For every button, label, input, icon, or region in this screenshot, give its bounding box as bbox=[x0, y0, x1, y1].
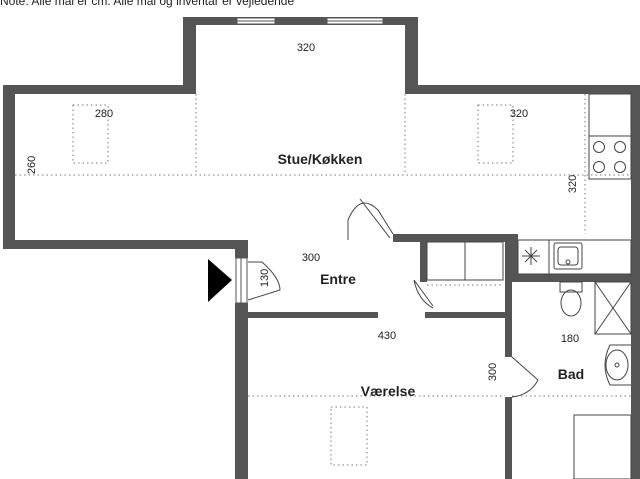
toilet-icon bbox=[559, 281, 583, 317]
entrance-arrow-icon bbox=[208, 259, 232, 302]
walls bbox=[3, 17, 640, 479]
sink-icon bbox=[553, 242, 583, 270]
room-label-entrance: Entre bbox=[320, 271, 356, 287]
room-label-bathroom: Bad bbox=[558, 366, 584, 382]
dim-entrance-width: 300 bbox=[302, 252, 320, 264]
fan-icon bbox=[522, 247, 540, 265]
doors bbox=[247, 198, 539, 398]
dim-living-depth: 260 bbox=[26, 156, 38, 174]
dim-bay-width: 320 bbox=[297, 42, 315, 54]
dim-bathroom-width: 180 bbox=[561, 333, 579, 345]
bath-cabinet bbox=[573, 414, 632, 479]
dim-kitchen-depth: 320 bbox=[567, 175, 579, 193]
shower-icon bbox=[594, 281, 632, 335]
kitchen-furniture bbox=[517, 93, 632, 275]
dashed-guides bbox=[15, 94, 631, 397]
plan-note: Note: Alle mål er cm. Alle mål og invent… bbox=[0, 0, 295, 8]
dim-living-right-width: 320 bbox=[510, 108, 528, 120]
room-label-bedroom: Værelse bbox=[361, 383, 416, 399]
dim-living-left-width: 280 bbox=[95, 108, 113, 120]
dim-bedroom-width: 430 bbox=[378, 330, 396, 342]
entrance-closet bbox=[426, 241, 504, 286]
room-label-living-kitchen: Stue/Køkken bbox=[278, 151, 363, 167]
dim-entrance-depth: 130 bbox=[259, 269, 271, 287]
skylights bbox=[72, 104, 514, 466]
dim-bedroom-depth: 300 bbox=[487, 363, 499, 381]
stove-icon bbox=[593, 141, 626, 173]
washbasin-icon bbox=[604, 344, 631, 386]
